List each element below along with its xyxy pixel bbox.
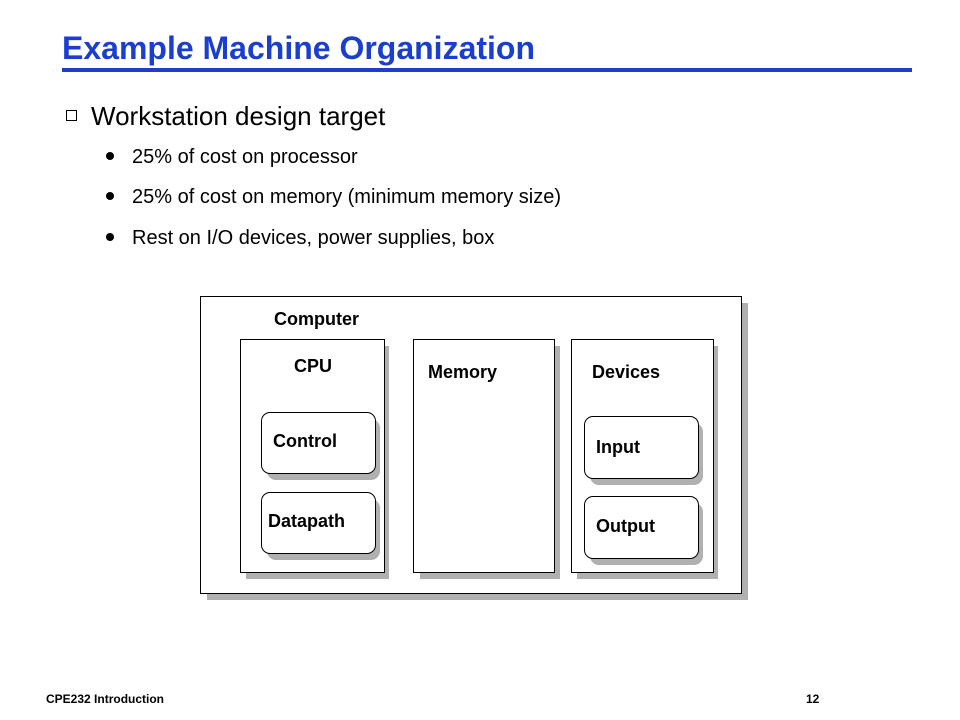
main-bullet: Workstation design target [66,101,385,132]
sub-bullet-text: Rest on I/O devices, power supplies, box [132,227,495,249]
memory-box [413,339,555,573]
sub-bullet-io: Rest on I/O devices, power supplies, box [106,227,494,250]
output-box [584,496,699,559]
input-box [584,416,699,479]
control-label: Control [273,431,337,451]
control-box [261,412,376,474]
dot-bullet-icon [106,191,114,200]
dot-bullet-icon [106,232,114,241]
sub-bullet-text: 25% of cost on memory (minimum memory si… [132,186,561,208]
computer-label: Computer [274,309,359,329]
sub-bullet-memory: 25% of cost on memory (minimum memory si… [106,186,561,209]
cpu-label: CPU [294,356,333,376]
output-label: Output [596,516,655,536]
footer-course: CPE232 Introduction [46,692,165,706]
title-underline [62,68,912,72]
devices-label: Devices [592,362,661,382]
main-bullet-text: Workstation design target [91,101,386,131]
datapath-label: Datapath [268,511,346,531]
input-label: Input [596,437,640,457]
sub-bullet-text: 25% of cost on processor [132,146,358,168]
memory-label: Memory [428,362,498,382]
footer-page-number: 12 [806,692,820,706]
sub-bullet-processor: 25% of cost on processor [106,146,358,169]
square-bullet-icon [66,109,77,121]
datapath-box [261,492,376,554]
dot-bullet-icon [106,151,114,160]
slide-title: Example Machine Organization [62,30,535,66]
